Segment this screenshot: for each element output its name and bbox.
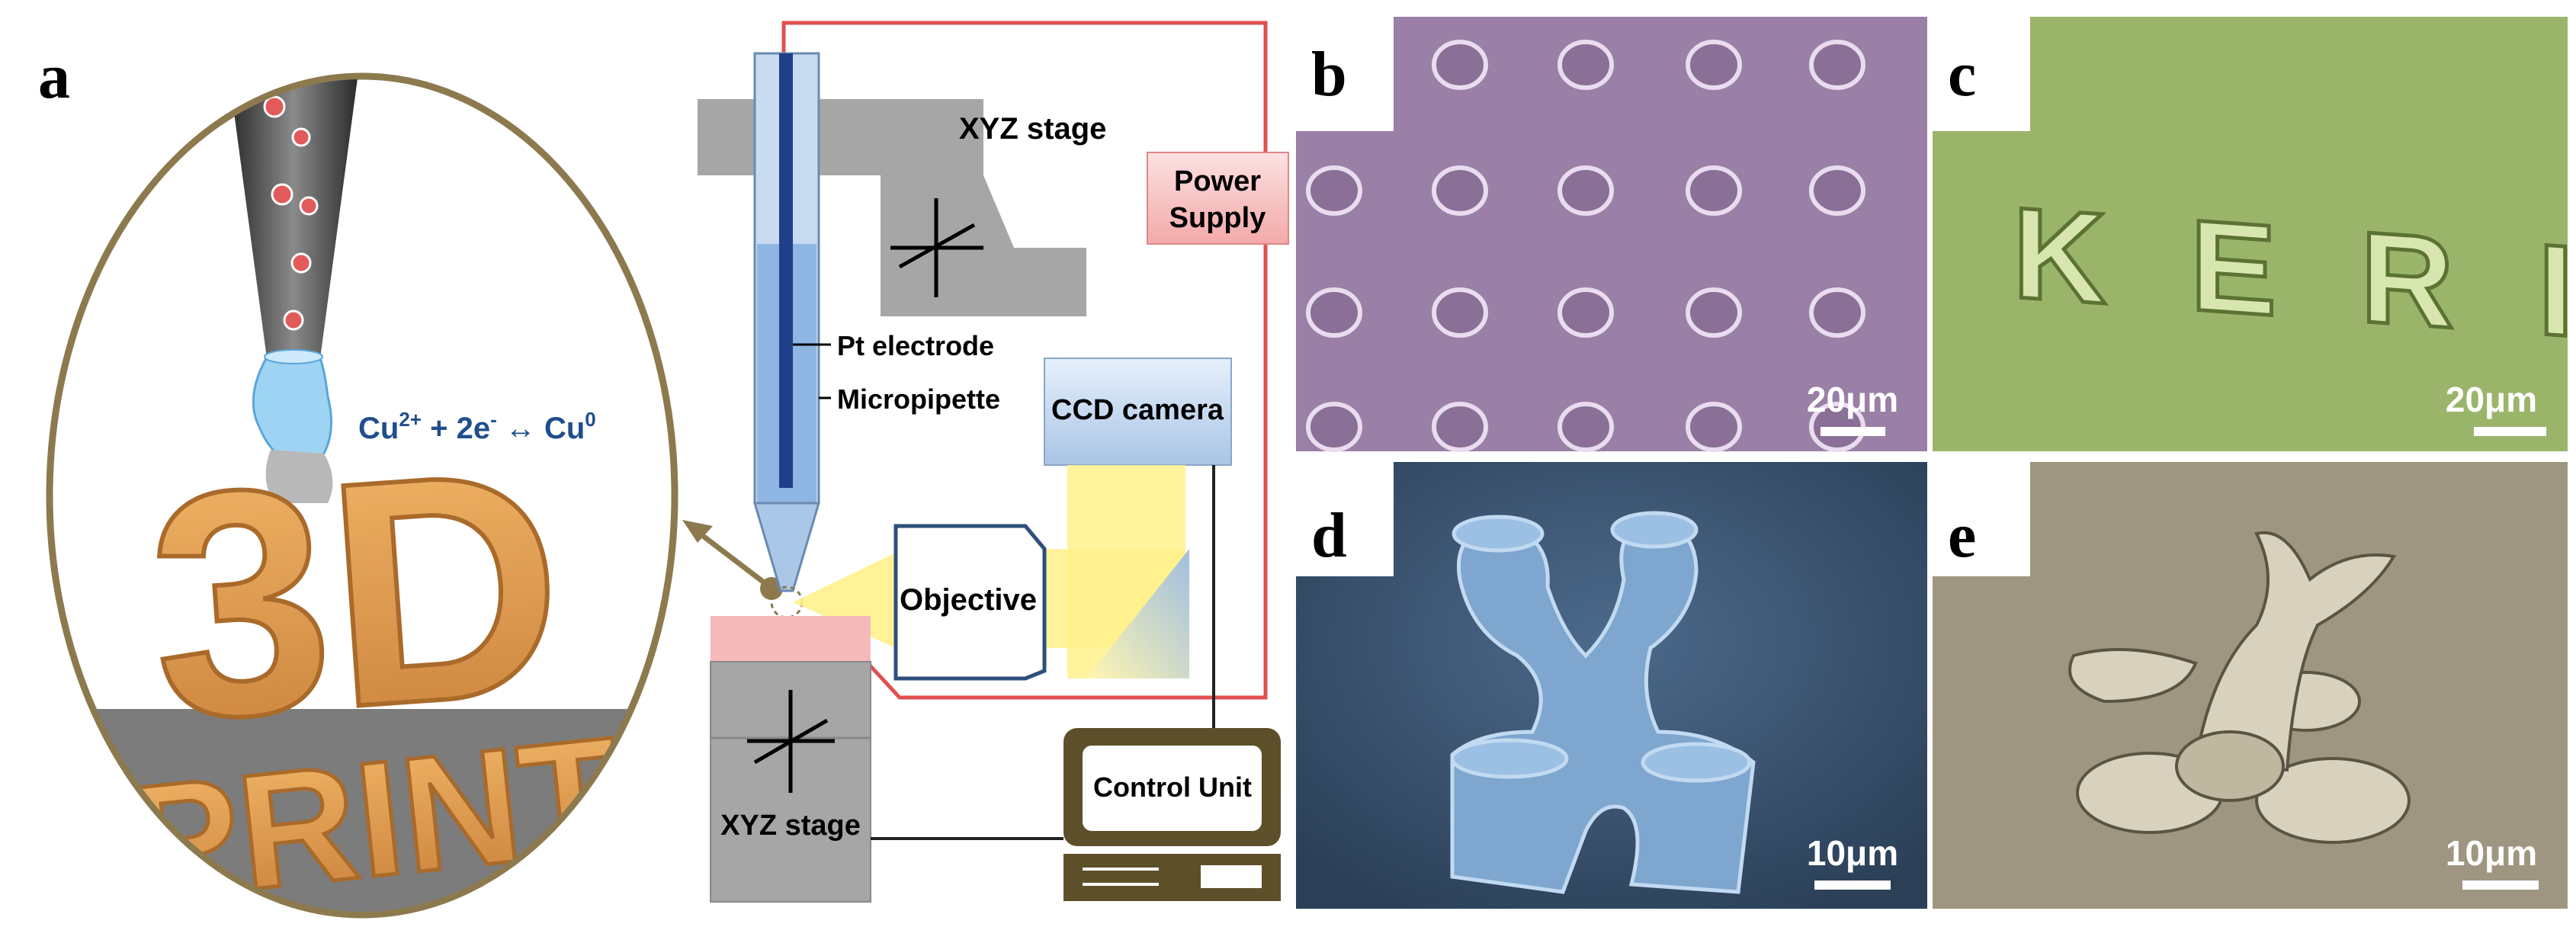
pillar	[1306, 165, 1362, 216]
flower-structure	[2068, 531, 2411, 844]
panel-a: a 3D PRINTER Cu2+ + 2e- ↔ Cu0	[38, 41, 783, 919]
mirror	[1086, 549, 1189, 678]
panel-c: c KERI 20μm	[1933, 17, 2576, 451]
axes-icon-upper	[890, 198, 983, 297]
pillar	[1809, 165, 1865, 216]
deposit	[265, 450, 333, 503]
pillar	[1432, 165, 1488, 216]
pillar	[1557, 287, 1614, 338]
pt-electrode-label: Pt electrode	[837, 330, 994, 361]
pillar	[1432, 402, 1488, 452]
scale-label-b: 20μm	[1807, 380, 1898, 419]
pillar	[1557, 40, 1614, 90]
control-unit-label: Control Unit	[1093, 771, 1252, 803]
sem-b	[1296, 17, 1927, 451]
nozzle-cone	[229, 79, 358, 358]
xyz-stage-lower-label: XYZ stage	[720, 810, 861, 842]
pillar	[1809, 287, 1865, 338]
pillar	[1432, 287, 1488, 338]
power-wire	[781, 21, 1268, 700]
panel-letter-a: a	[38, 41, 70, 112]
pillar	[1809, 40, 1865, 90]
axes-icon-lower	[747, 690, 835, 793]
scale-label-d: 10μm	[1807, 833, 1898, 873]
pillar	[1306, 402, 1362, 452]
scale-bar-e	[2462, 880, 2539, 890]
substrate	[711, 616, 871, 662]
ccd-camera-label: CCD camera	[1051, 394, 1224, 426]
apparatus-schematic: XYZ stage Pt electrode Micropipette Powe…	[698, 21, 1289, 903]
micropipette-label: Micropipette	[837, 383, 1000, 415]
pillar	[1557, 165, 1614, 216]
panel-e: e 10μm	[1933, 462, 2568, 909]
scale-label-c: 20μm	[2446, 380, 2537, 419]
pillar-array	[1306, 40, 1865, 452]
panel-d: d 10μm	[1296, 462, 1927, 909]
pillar	[1686, 165, 1742, 216]
pillar	[1686, 287, 1742, 338]
sem-c	[1933, 17, 2568, 451]
power-supply-box	[1147, 152, 1289, 245]
ccd-camera-box	[1044, 358, 1232, 466]
pillar	[1432, 40, 1488, 90]
reaction-equation: Cu2+ + 2e- ↔ Cu0	[358, 408, 596, 445]
panel-b: b 20μm	[1296, 17, 1927, 452]
zoom-arrowhead	[682, 520, 713, 543]
logo-3d: 3D	[140, 403, 573, 787]
panel-letter-e: e	[1948, 500, 1976, 571]
inset-ellipse	[46, 72, 678, 919]
power-supply-line2: Supply	[1169, 202, 1266, 234]
panel-letter-b: b	[1311, 39, 1347, 110]
micropipette-tip	[752, 502, 821, 592]
panel-letter-c: c	[1948, 39, 1976, 110]
scale-label-e: 10μm	[2446, 833, 2537, 873]
pillar	[1686, 40, 1742, 90]
x-structure	[1450, 511, 1756, 894]
objective-lens	[893, 524, 1047, 681]
copper-ions	[263, 95, 319, 331]
scale-bar-b	[1821, 427, 1885, 436]
xyz-stage-upper-label: XYZ stage	[959, 112, 1106, 146]
objective-label: Objective	[900, 583, 1037, 617]
panel-letter-d: d	[1311, 500, 1347, 571]
pillar	[1686, 402, 1742, 452]
power-supply-line1: Power	[1174, 165, 1261, 197]
pillar	[1306, 287, 1362, 338]
pt-electrode	[779, 53, 793, 488]
pillar	[1557, 402, 1614, 452]
scale-bar-d	[1814, 880, 1891, 890]
scale-bar-c	[2474, 427, 2546, 436]
